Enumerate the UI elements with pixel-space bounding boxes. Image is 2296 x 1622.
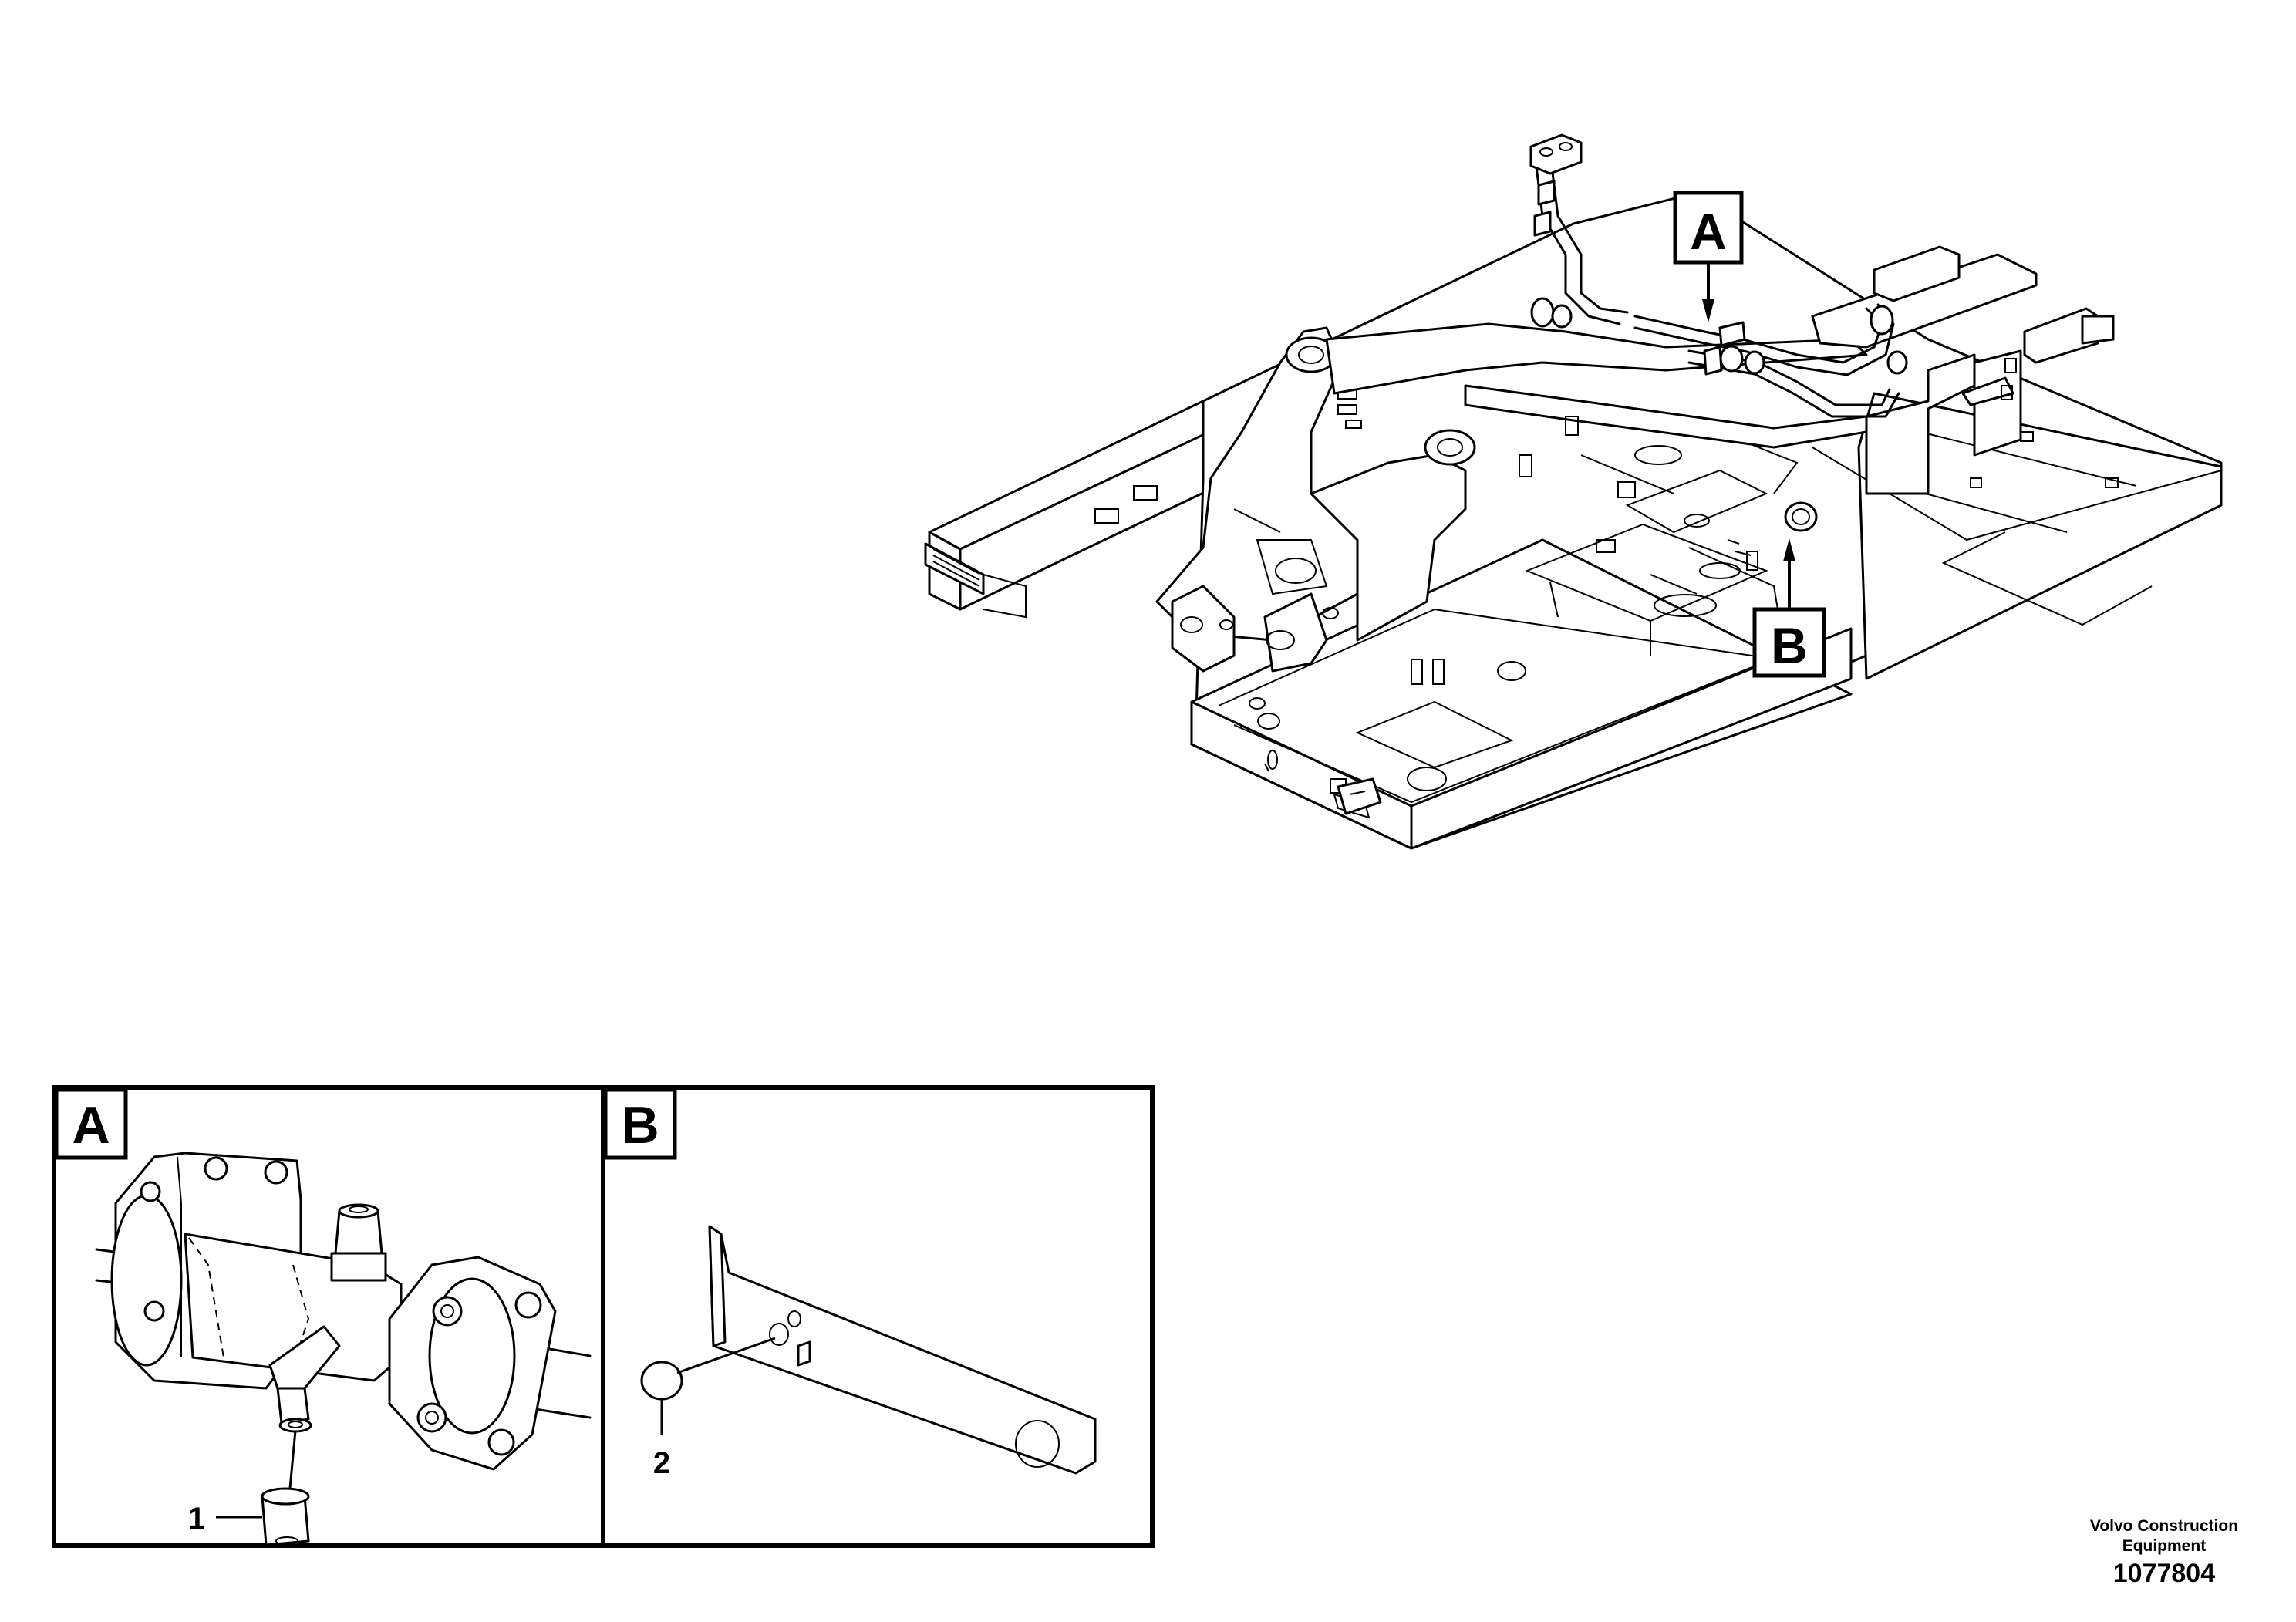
fitting-cluster-a	[1530, 297, 1908, 376]
detail-a-label: A	[72, 1096, 110, 1155]
callout-a: A	[1673, 191, 1744, 322]
item-1-label: 1	[188, 1502, 205, 1536]
item-2-label: 2	[653, 1446, 670, 1480]
credit-line-2: Equipment	[2122, 1537, 2207, 1555]
detail-b-label: B	[621, 1096, 659, 1155]
detail-panel-b: B 2	[601, 1085, 1155, 1548]
publisher-credit: Volvo Construction Equipment 1077804	[2090, 1516, 2238, 1590]
callout-b: B	[1752, 538, 1826, 678]
plug-location-b	[1727, 501, 1818, 571]
upper-frame-assembly	[924, 133, 2223, 850]
callout-a-label: A	[1690, 203, 1727, 260]
drawing-number: 1077804	[2112, 1559, 2216, 1588]
credit-line-1: Volvo Construction	[2089, 1517, 2238, 1535]
detail-panel-a: A	[52, 1085, 605, 1548]
callout-b-label: B	[1771, 617, 1808, 674]
